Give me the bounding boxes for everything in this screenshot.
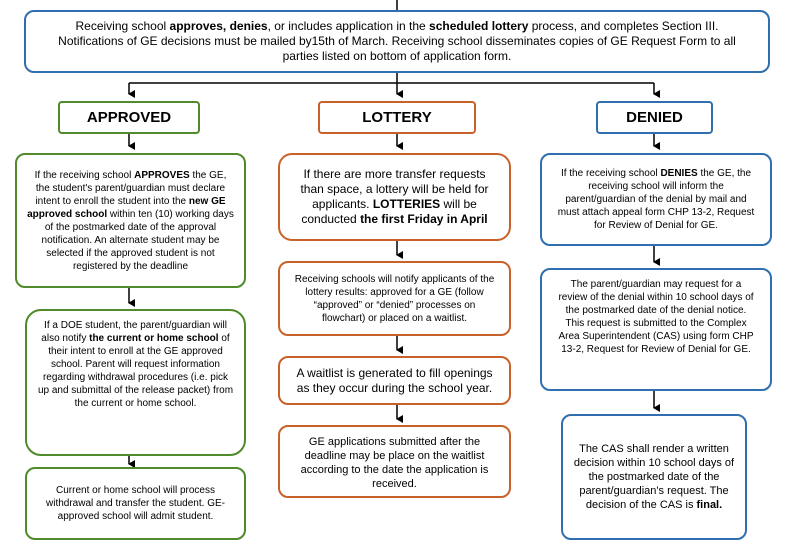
approved-header: APPROVED — [58, 101, 200, 134]
denied-header: DENIED — [596, 101, 713, 134]
denied-step-1: If the receiving school DENIES the GE, t… — [540, 153, 772, 246]
top-process-box: Receiving school approves, denies, or in… — [24, 10, 770, 73]
lottery-step-2: Receiving schools will notify applicants… — [278, 261, 511, 336]
lottery-step-3: A waitlist is generated to fill openings… — [278, 356, 511, 405]
lottery-step-1: If there are more transfer requests than… — [278, 153, 511, 241]
denied-step-3: The CAS shall render a written decision … — [561, 414, 747, 540]
lottery-header: LOTTERY — [318, 101, 476, 134]
denied-step-2: The parent/guardian may request for a re… — [540, 268, 772, 391]
approved-step-2: If a DOE student, the parent/guardian wi… — [25, 309, 246, 456]
approved-step-3: Current or home school will process with… — [25, 467, 246, 540]
approved-step-1: If the receiving school APPROVES the GE,… — [15, 153, 246, 288]
lottery-step-4: GE applications submitted after the dead… — [278, 425, 511, 498]
